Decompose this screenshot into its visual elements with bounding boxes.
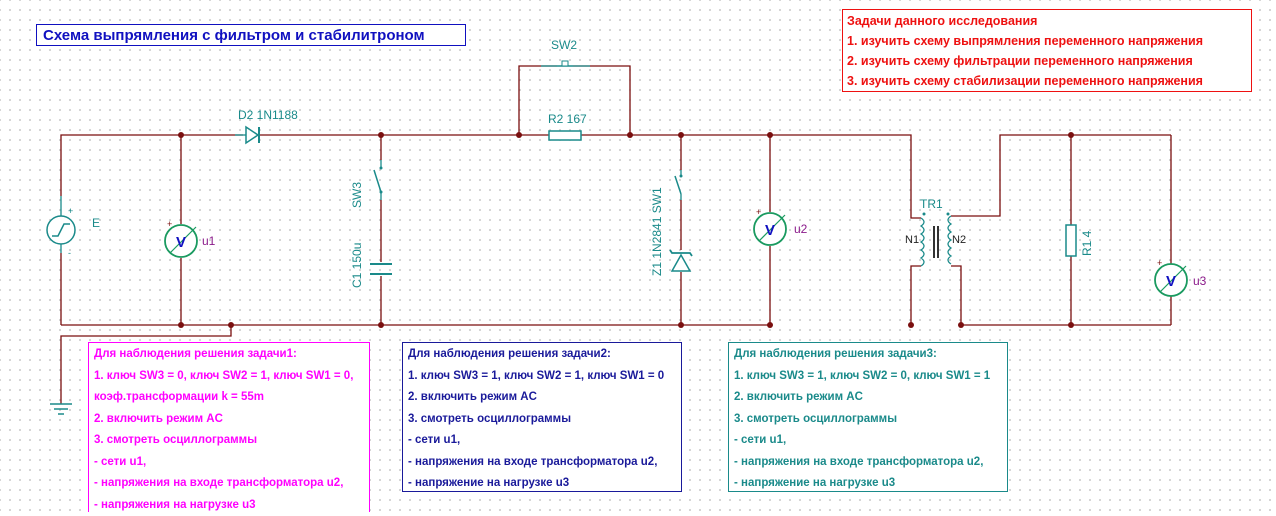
- note-line: - напряжение на нагрузке u3: [734, 473, 1002, 495]
- note-line: 1. ключ SW3 = 0, ключ SW2 = 1, ключ SW1 …: [94, 366, 364, 388]
- resistor-r1-icon[interactable]: [1066, 225, 1076, 256]
- switch-sw2-icon[interactable]: [541, 61, 590, 66]
- transformer-icon[interactable]: [921, 213, 951, 267]
- note-heading: Для наблюдения решения задачи3:: [734, 344, 1002, 366]
- note-line: 2. включить режим AC: [734, 387, 1002, 409]
- note-line: - напряжения на входе трансформатора u2,: [94, 473, 364, 495]
- junctions: [178, 132, 1074, 328]
- svg-text:+: +: [68, 206, 73, 216]
- note-line: - сети u1,: [94, 452, 364, 474]
- label-resistor-r1: R1 4: [1080, 231, 1094, 256]
- note-line: 3. смотреть осциллограммы: [94, 430, 364, 452]
- switch-sw3-icon[interactable]: [374, 160, 383, 200]
- label-switch-sw3: SW3: [350, 182, 364, 208]
- page-title: Схема выпрямления с фильтром и стабилитр…: [36, 24, 466, 46]
- label-switch-sw2: SW2: [551, 38, 577, 52]
- svg-text:+: +: [167, 219, 172, 229]
- note-line: - напряжения на нагрузке u3: [94, 495, 364, 516]
- label-u3: u3: [1193, 274, 1206, 288]
- note-line: - напряжения на входе трансформатора u2,: [734, 452, 1002, 474]
- note-line: 2. включить режим AC: [408, 387, 676, 409]
- label-u1: u1: [202, 234, 215, 248]
- capacitor-icon[interactable]: [370, 264, 392, 274]
- note-line: - сети u1,: [408, 430, 676, 452]
- ground-icon: [50, 404, 72, 414]
- task1-note: Для наблюдения решения задачи1: 1. ключ …: [88, 342, 370, 512]
- label-capacitor-c1: C1 150u: [350, 243, 364, 288]
- note-heading: Для наблюдения решения задачи2:: [408, 344, 676, 366]
- ac-source-icon[interactable]: + -: [47, 196, 75, 258]
- voltmeter-u2-icon[interactable]: V +: [754, 207, 786, 245]
- note-line: 2. включить режим AC: [94, 409, 364, 431]
- task3-note: Для наблюдения решения задачи3: 1. ключ …: [728, 342, 1008, 492]
- tasks-panel: Задачи данного исследования 1. изучить с…: [842, 9, 1252, 92]
- voltmeter-u3-icon[interactable]: V +: [1155, 258, 1187, 296]
- note-heading: Для наблюдения решения задачи1:: [94, 344, 364, 366]
- note-line: 1. ключ SW3 = 1, ключ SW2 = 0, ключ SW1 …: [734, 366, 1002, 388]
- zener-diode-icon[interactable]: [670, 250, 692, 271]
- svg-text:+: +: [756, 207, 761, 217]
- tasks-heading: Задачи данного исследования: [847, 11, 1247, 31]
- note-line: - напряжения на входе трансформатора u2,: [408, 452, 676, 474]
- task-item: 1. изучить схему выпрямления переменного…: [847, 31, 1247, 51]
- label-source-e: E: [92, 216, 100, 230]
- svg-text:V: V: [765, 222, 775, 239]
- note-line: - напряжение на нагрузке u3: [408, 473, 676, 495]
- voltmeter-u1-icon[interactable]: V +: [165, 219, 197, 257]
- label-u2: u2: [794, 222, 807, 236]
- label-zener-z1: Z1 1N2841 SW1: [650, 187, 664, 276]
- label-resistor-r2: R2 167: [548, 112, 587, 126]
- svg-text:V: V: [176, 234, 186, 251]
- switch-sw1-icon[interactable]: [675, 170, 683, 200]
- note-line: 3. смотреть осциллограммы: [408, 409, 676, 431]
- label-transformer: TR1: [920, 197, 943, 211]
- label-diode-d2: D2 1N1188: [238, 108, 298, 122]
- svg-text:V: V: [1166, 273, 1176, 290]
- label-n1: N1: [905, 234, 919, 246]
- note-line: - сети u1,: [734, 430, 1002, 452]
- note-line: коэф.трансформации k = 55m: [94, 387, 364, 409]
- svg-text:-: -: [68, 248, 71, 258]
- task2-note: Для наблюдения решения задачи2: 1. ключ …: [402, 342, 682, 492]
- note-line: 1. ключ SW3 = 1, ключ SW2 = 1, ключ SW1 …: [408, 366, 676, 388]
- task-item: 2. изучить схему фильтрации переменного …: [847, 51, 1247, 71]
- label-n2: N2: [952, 234, 966, 246]
- task-item: 3. изучить схему стабилизации переменног…: [847, 71, 1247, 91]
- svg-text:+: +: [1157, 258, 1162, 268]
- resistor-r2-icon[interactable]: [549, 131, 581, 140]
- diode-icon[interactable]: [235, 127, 259, 143]
- note-line: 3. смотреть осциллограммы: [734, 409, 1002, 431]
